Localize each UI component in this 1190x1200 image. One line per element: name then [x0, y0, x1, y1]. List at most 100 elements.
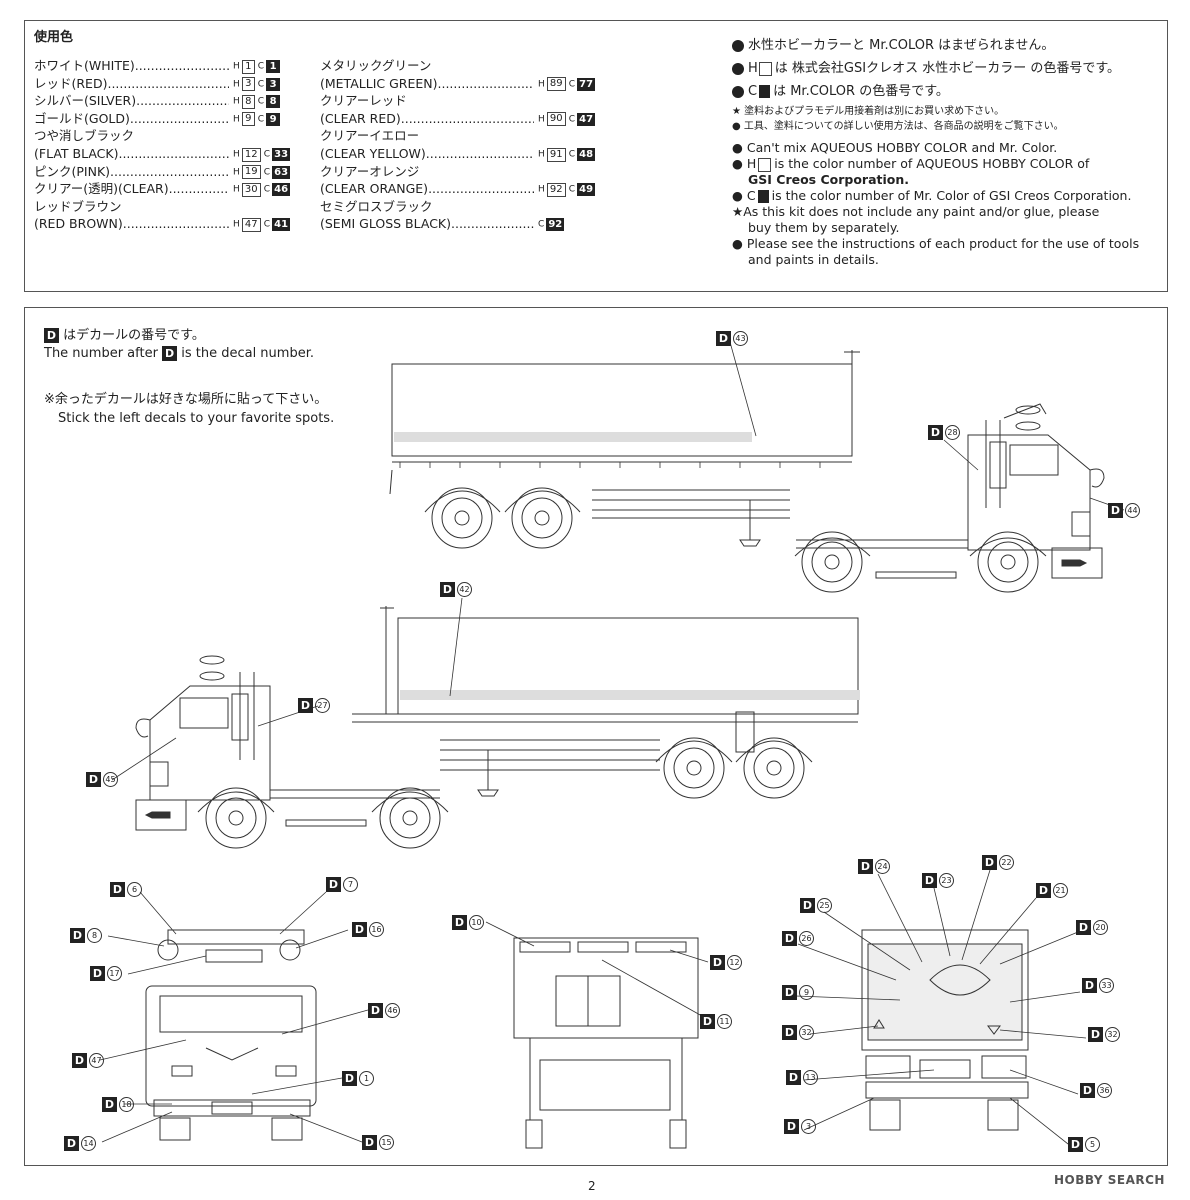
- decal-letter: D: [1108, 503, 1123, 518]
- leader-dots: ........................................…: [136, 93, 229, 109]
- decal-letter: D: [982, 855, 997, 870]
- leader-dots: ........................................…: [129, 110, 229, 126]
- color-row: (CLEAR YELLOW)..........................…: [320, 146, 534, 162]
- decal-letter: D: [326, 877, 341, 892]
- color-name-jp: クリアーイエロー: [320, 128, 420, 144]
- leader-dots: ........................................…: [451, 216, 534, 232]
- decal-number: 8: [87, 928, 102, 943]
- decal-note-jp: ※余ったデカールは好きな場所に貼って下さい。: [44, 392, 328, 407]
- color-name: (CLEAR ORANGE): [320, 181, 429, 197]
- leader-dots: ........................................…: [425, 146, 534, 161]
- color-row: (RED BROWN).............................…: [34, 216, 229, 232]
- h-prefix: H: [233, 149, 240, 160]
- decal-letter: D: [1082, 978, 1097, 993]
- decal-letter: D: [368, 1003, 383, 1018]
- note-en-1: ● Can't mix AQUEOUS HOBBY COLOR and Mr. …: [732, 140, 1058, 155]
- decal-placement-box: [24, 307, 1168, 1166]
- note-jp-1: 水性ホビーカラーと Mr.COLOR はまぜられません。: [732, 38, 1054, 54]
- decal-letter: D: [72, 1053, 87, 1068]
- h-code: 30: [241, 182, 261, 197]
- note-en-3: GSI Creos Corporation.: [748, 172, 910, 187]
- color-name: (RED BROWN): [34, 216, 123, 232]
- color-row: ゴールド(GOLD)..............................…: [34, 111, 229, 127]
- decal-letter: D: [342, 1071, 357, 1086]
- h-prefix: H: [538, 79, 545, 90]
- c-prefix: C: [263, 184, 271, 195]
- decal-number: 43: [733, 331, 748, 346]
- color-name-jp: クリアーオレンジ: [320, 163, 420, 179]
- color-row: レッド(RED)................................…: [34, 76, 229, 92]
- h-prefix: H: [233, 96, 240, 107]
- color-name: (METALLIC GREEN): [320, 75, 438, 91]
- decal-letter: D: [782, 931, 797, 946]
- decal-letter: D: [70, 928, 85, 943]
- color-row: (SEMI GLOSS BLACK)......................…: [320, 216, 534, 232]
- color-name-jp: つや消しブラック: [34, 128, 135, 144]
- leader-dots: ........................................…: [437, 75, 534, 91]
- decal-number: 1: [359, 1071, 374, 1086]
- h-code: 8: [241, 94, 255, 109]
- c-code: 33: [272, 148, 291, 161]
- note-en-6: buy them by separately.: [748, 220, 900, 235]
- color-row: クリアー(透明)(CLEAR).........................…: [34, 181, 229, 197]
- leader-dots: ........................................…: [107, 75, 229, 91]
- decal-letter: D: [1036, 883, 1051, 898]
- h-code: 12: [241, 147, 261, 162]
- h-prefix: H: [233, 167, 240, 178]
- decal-letter: D: [922, 873, 937, 888]
- h-code: 89: [546, 77, 566, 92]
- decal-letter: D: [352, 922, 367, 937]
- decal-letter: D: [1068, 1137, 1083, 1152]
- watermark: HOBBY SEARCH: [1054, 1173, 1165, 1187]
- h-prefix: H: [233, 184, 240, 195]
- c-code: 9: [266, 112, 281, 126]
- decal-note-en: Stick the left decals to your favorite s…: [58, 411, 335, 426]
- decal-number: 36: [1097, 1083, 1112, 1098]
- decal-number: 28: [945, 425, 960, 440]
- c-prefix: C: [568, 79, 576, 90]
- decal-letter: D: [716, 331, 731, 346]
- h-prefix: H: [233, 219, 240, 230]
- color-row: ホワイト(WHITE).............................…: [34, 58, 229, 74]
- decal-letter: D: [64, 1136, 79, 1151]
- decal-number: 5: [1085, 1137, 1100, 1152]
- h-code: 47: [241, 217, 261, 232]
- decal-number: 23: [939, 873, 954, 888]
- c-prefix: C: [538, 219, 545, 230]
- decal-letter: D: [928, 425, 943, 440]
- h-code: 92: [546, 182, 566, 197]
- decal-number: 24: [875, 859, 890, 874]
- note-en-5: ★As this kit does not include any paint …: [732, 204, 1100, 219]
- c-prefix: C: [257, 114, 265, 125]
- decal-number: 10: [469, 915, 484, 930]
- decal-letter: D: [440, 582, 455, 597]
- decal-intro-en: The number after D is the decal number.: [44, 346, 314, 361]
- color-name: (FLAT BLACK): [34, 146, 119, 161]
- h-code: 91: [546, 147, 566, 162]
- c-prefix: C: [263, 167, 271, 178]
- c-code: 3: [266, 77, 281, 91]
- decal-number: 12: [727, 955, 742, 970]
- h-prefix: H: [538, 184, 545, 195]
- decal-number: 7: [343, 877, 358, 892]
- decal-number: 26: [799, 931, 814, 946]
